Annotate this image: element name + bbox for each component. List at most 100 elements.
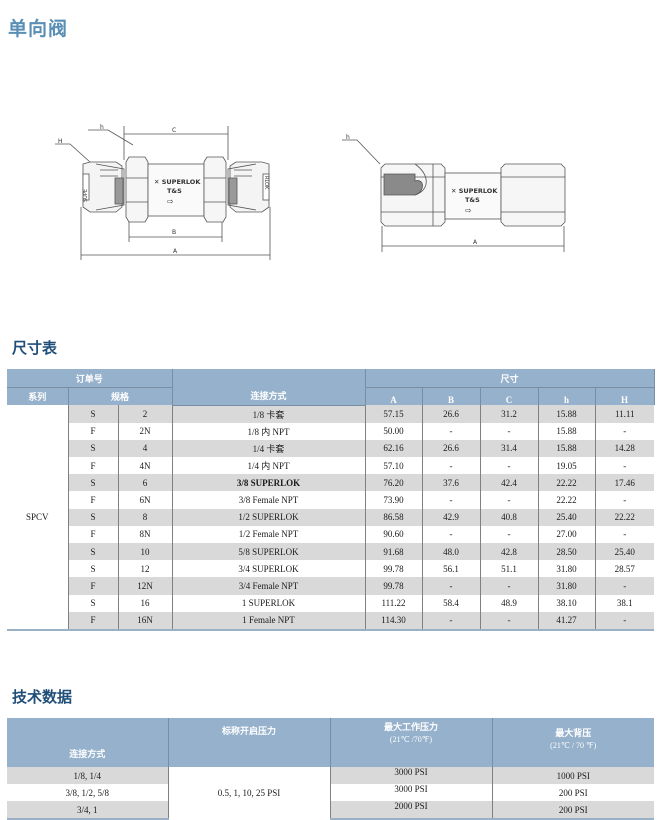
cell-connection: 3/4 SUPERLOK <box>171 560 366 578</box>
cell-connection: 1/4 卡套 <box>171 439 366 458</box>
cell-connection: 1/8 卡套 <box>171 405 366 423</box>
cell-connection: 1 Female NPT <box>171 611 366 631</box>
tech-section-title: 技术数据 <box>12 688 73 706</box>
cell-spec: 4 <box>117 439 173 458</box>
cell-connection: 1/8, 1/4 <box>7 767 169 784</box>
dim-label-h: h <box>346 134 350 141</box>
cell-A: 99.78 <box>364 560 423 578</box>
cell-C: 31.4 <box>479 439 539 458</box>
cell-C: - <box>479 577 539 595</box>
table-row: F 16N 1 Female NPT 114.30 - - 41.27 - <box>7 611 655 631</box>
cell-A: 91.68 <box>364 543 423 561</box>
cell-A: 73.90 <box>364 491 423 509</box>
cell-A: 114.30 <box>364 611 423 631</box>
cell-B: 37.6 <box>421 474 481 492</box>
cell-spec: 6 <box>117 474 173 492</box>
brand-superlok: ✕ SUPERLOK <box>451 187 498 195</box>
cell-C: - <box>479 611 539 631</box>
cell-B: 26.6 <box>421 405 481 423</box>
dim-label-C: C <box>172 127 176 134</box>
cell-A: 86.58 <box>364 508 423 526</box>
cell-B: - <box>421 491 481 509</box>
flow-arrow-icon: ⇨ <box>465 206 472 215</box>
cell-H: 25.40 <box>594 543 655 561</box>
cell-spec: 2 <box>117 405 173 423</box>
cell-max-working-pressure: 3000 PSI <box>329 767 493 784</box>
cell-type: S <box>67 405 119 423</box>
cell-A: 111.22 <box>364 594 423 612</box>
cell-connection: 1 SUPERLOK <box>171 594 366 612</box>
cell-H: 11.11 <box>594 405 655 423</box>
cell-h: 22.22 <box>537 474 596 492</box>
cell-h: 27.00 <box>537 525 596 543</box>
dimension-section-title: 尺寸表 <box>12 339 58 357</box>
cell-H: - <box>594 611 655 631</box>
page-title: 单向阀 <box>8 18 69 40</box>
header-col-B: B <box>421 387 481 405</box>
check-valve-compression-drawing: h H C B A ✕ SUPERLOK T&S ⇨ SUPE RLOK <box>55 124 271 260</box>
table-row: S 8 1/2 SUPERLOK 86.58 42.9 40.8 25.40 2… <box>7 508 655 526</box>
cell-B: - <box>421 422 481 440</box>
dim-label-A: A <box>173 248 178 255</box>
dim-label-A: A <box>473 239 478 246</box>
table-row: F 4N 1/4 内 NPT 57.10 - - 19.05 - <box>7 457 655 475</box>
cell-C: - <box>479 491 539 509</box>
table-row: F 2N 1/8 内 NPT 50.00 - - 15.88 - <box>7 422 655 440</box>
cell-connection: 3/8 Female NPT <box>171 491 366 509</box>
check-valve-npt-drawing: h A ✕ SUPERLOK T&S ⇨ <box>342 134 566 252</box>
cell-B: 56.1 <box>421 560 481 578</box>
cell-A: 62.16 <box>364 439 423 458</box>
cell-C: 51.1 <box>479 560 539 578</box>
cell-H: 17.46 <box>594 474 655 492</box>
header-col-H: H <box>594 387 655 405</box>
header-connection: 连接方式 <box>7 718 169 767</box>
cell-H: 22.22 <box>594 508 655 526</box>
cell-type: S <box>67 560 119 578</box>
cell-connection: 1/4 内 NPT <box>171 457 366 475</box>
table-row: 3/8, 1/2, 5/8 3000 PSI 200 PSI <box>7 784 654 801</box>
table-row: S 10 5/8 SUPERLOK 91.68 48.0 42.8 28.50 … <box>7 543 655 561</box>
header-connection: 连接方式 <box>171 369 366 406</box>
cell-h: 25.40 <box>537 508 596 526</box>
series-cell: SPCV <box>7 405 69 631</box>
cell-max-back-pressure: 1000 PSI <box>491 767 654 784</box>
cell-type: S <box>67 543 119 561</box>
table-row: F 6N 3/8 Female NPT 73.90 - - 22.22 - <box>7 491 655 509</box>
table-row: S 4 1/4 卡套 62.16 26.6 31.4 15.88 14.28 <box>7 439 655 458</box>
cell-A: 90.60 <box>364 525 423 543</box>
cell-H: - <box>594 525 655 543</box>
cell-C: 40.8 <box>479 508 539 526</box>
cell-connection: 5/8 SUPERLOK <box>171 543 366 561</box>
header-dimensions: 尺寸 <box>364 369 655 388</box>
cell-type: F <box>67 611 119 631</box>
table-row: S 16 1 SUPERLOK 111.22 58.4 48.9 38.10 3… <box>7 594 655 612</box>
cell-type: S <box>67 474 119 492</box>
cell-spec: 16N <box>117 611 173 631</box>
cell-C: 42.8 <box>479 543 539 561</box>
cell-max-working-pressure: 3000 PSI <box>329 784 493 801</box>
cell-spec: 6N <box>117 491 173 509</box>
table-row: S 6 3/8 SUPERLOK 76.20 37.6 42.4 22.22 1… <box>7 474 655 492</box>
cell-spec: 8 <box>117 508 173 526</box>
max-back-pressure-temp: (21℃ / 70 ℉) <box>550 741 597 750</box>
cell-C: 42.4 <box>479 474 539 492</box>
cell-type: F <box>67 525 119 543</box>
cell-type: S <box>67 508 119 526</box>
cell-B: - <box>421 611 481 631</box>
header-cracking-pressure: 标称开启压力 <box>167 718 331 767</box>
cell-h: 15.88 <box>537 422 596 440</box>
header-spec: 规格 <box>67 387 173 405</box>
cell-max-back-pressure: 200 PSI <box>491 784 654 801</box>
cell-B: 42.9 <box>421 508 481 526</box>
cell-B: 26.6 <box>421 439 481 458</box>
side-label-left: SUPE <box>83 189 89 202</box>
cell-C: - <box>479 422 539 440</box>
cell-spec: 12N <box>117 577 173 595</box>
cell-H: 14.28 <box>594 439 655 458</box>
cell-connection: 3/4, 1 <box>7 801 169 820</box>
cell-B: 48.0 <box>421 543 481 561</box>
table-row: 1/8, 1/4 0.5, 1, 10, 25 PSI 3000 PSI 100… <box>7 767 654 819</box>
cell-B: - <box>421 457 481 475</box>
cell-type: F <box>67 491 119 509</box>
cell-H: 38.1 <box>594 594 655 612</box>
